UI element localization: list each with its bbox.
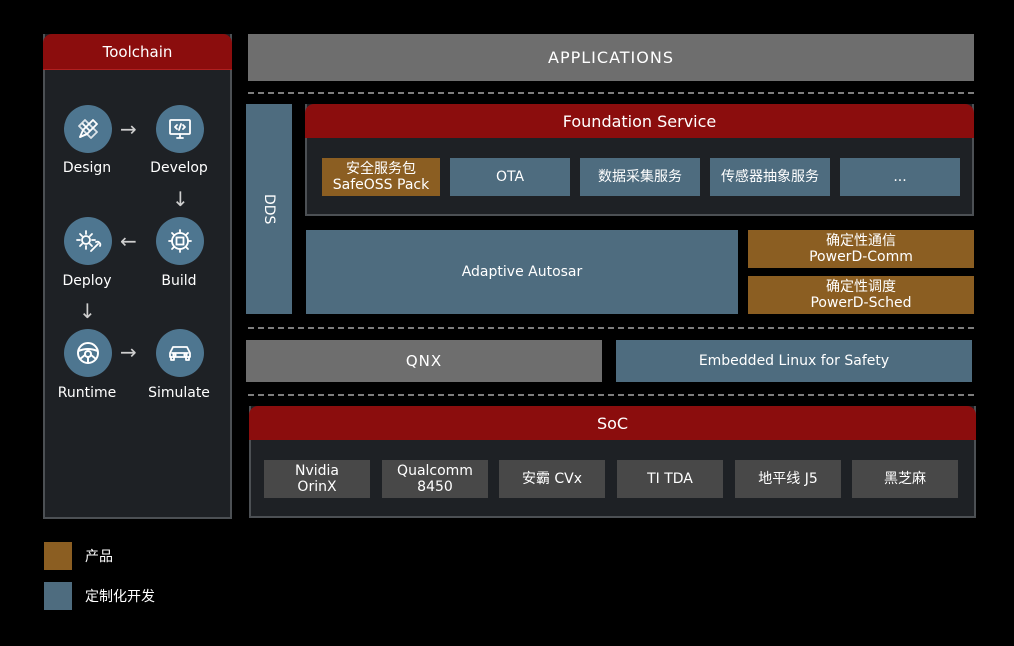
box-line1: Qualcomm bbox=[397, 463, 473, 479]
sensor-abstraction-box: 传感器抽象服务 bbox=[710, 158, 830, 196]
more-box: ... bbox=[840, 158, 960, 196]
powerd-comm-box: 确定性通信 PowerD-Comm bbox=[748, 230, 974, 268]
foundation-service-title: Foundation Service bbox=[562, 111, 717, 131]
divider bbox=[248, 92, 974, 94]
box-line2: OrinX bbox=[297, 479, 337, 495]
car-icon bbox=[156, 329, 204, 377]
divider bbox=[248, 394, 974, 396]
tool-label-runtime: Runtime bbox=[57, 385, 117, 401]
adaptive-autosar-box: Adaptive Autosar bbox=[306, 230, 738, 314]
box-line1: 地平线 J5 bbox=[758, 471, 818, 487]
applications-label: APPLICATIONS bbox=[548, 48, 674, 67]
box-line1: 安霸 CVx bbox=[521, 471, 583, 487]
monitor-code-icon bbox=[156, 105, 204, 153]
embedded-linux-bar: Embedded Linux for Safety bbox=[616, 340, 972, 382]
soc-item-nvidia: Nvidia OrinX bbox=[264, 460, 370, 498]
soc-item-ambarella: 安霸 CVx bbox=[499, 460, 605, 498]
box-line1: ... bbox=[893, 169, 907, 185]
qnx-label: QNX bbox=[405, 352, 443, 370]
dds-bar: DDS bbox=[246, 104, 292, 314]
box-line1: 传感器抽象服务 bbox=[721, 169, 819, 185]
foundation-service-header: Foundation Service bbox=[305, 104, 974, 138]
qnx-bar: QNX bbox=[246, 340, 602, 382]
ota-box: OTA bbox=[450, 158, 570, 196]
tool-label-simulate: Simulate bbox=[148, 385, 210, 401]
adaptive-autosar-label: Adaptive Autosar bbox=[461, 264, 583, 280]
safeoss-pack-box: 安全服务包 SafeOSS Pack bbox=[322, 158, 440, 196]
dds-label: DDS bbox=[261, 193, 277, 225]
box-line2: PowerD-Comm bbox=[809, 249, 913, 265]
box-line1: 安全服务包 bbox=[346, 161, 416, 177]
legend-label-product: 产品 bbox=[85, 549, 113, 565]
chip-gear-icon bbox=[156, 217, 204, 265]
gear-wrench-icon bbox=[64, 217, 112, 265]
box-line1: TI TDA bbox=[647, 471, 693, 487]
soc-item-black-sesame: 黑芝麻 bbox=[852, 460, 958, 498]
arrow-right-icon: → bbox=[120, 117, 137, 141]
arrow-left-icon: ← bbox=[120, 229, 137, 253]
arrow-down-icon: ↓ bbox=[79, 299, 96, 323]
legend-label-custom: 定制化开发 bbox=[85, 589, 155, 605]
steering-wheel-icon bbox=[64, 329, 112, 377]
box-line2: SafeOSS Pack bbox=[332, 177, 430, 193]
box-line1: OTA bbox=[495, 169, 525, 185]
toolchain-title: Toolchain bbox=[102, 42, 173, 61]
soc-item-ti: TI TDA bbox=[617, 460, 723, 498]
design-icon bbox=[64, 105, 112, 153]
tool-label-design: Design bbox=[62, 160, 112, 176]
legend-swatch-custom bbox=[44, 582, 72, 610]
box-line2: PowerD-Sched bbox=[810, 295, 912, 311]
toolchain-header: Toolchain bbox=[43, 34, 232, 70]
soc-item-horizon: 地平线 J5 bbox=[735, 460, 841, 498]
box-line1: 确定性调度 bbox=[826, 279, 896, 295]
box-line1: 黑芝麻 bbox=[884, 471, 926, 487]
box-line2: 8450 bbox=[417, 479, 453, 495]
tool-label-deploy: Deploy bbox=[62, 273, 112, 289]
soc-item-qualcomm: Qualcomm 8450 bbox=[382, 460, 488, 498]
divider bbox=[248, 327, 974, 329]
applications-bar: APPLICATIONS bbox=[248, 34, 974, 81]
box-line1: Nvidia bbox=[294, 463, 339, 479]
arrow-down-icon: ↓ bbox=[172, 187, 189, 211]
embedded-linux-label: Embedded Linux for Safety bbox=[698, 353, 890, 369]
tool-label-develop: Develop bbox=[150, 160, 208, 176]
box-line1: 确定性通信 bbox=[826, 233, 896, 249]
soc-header: SoC bbox=[249, 406, 976, 440]
tool-label-build: Build bbox=[161, 273, 197, 289]
powerd-sched-box: 确定性调度 PowerD-Sched bbox=[748, 276, 974, 314]
arrow-right-icon: → bbox=[120, 340, 137, 364]
box-line1: 数据采集服务 bbox=[598, 169, 682, 185]
legend-swatch-product bbox=[44, 542, 72, 570]
data-collection-box: 数据采集服务 bbox=[580, 158, 700, 196]
soc-title: SoC bbox=[596, 413, 629, 433]
